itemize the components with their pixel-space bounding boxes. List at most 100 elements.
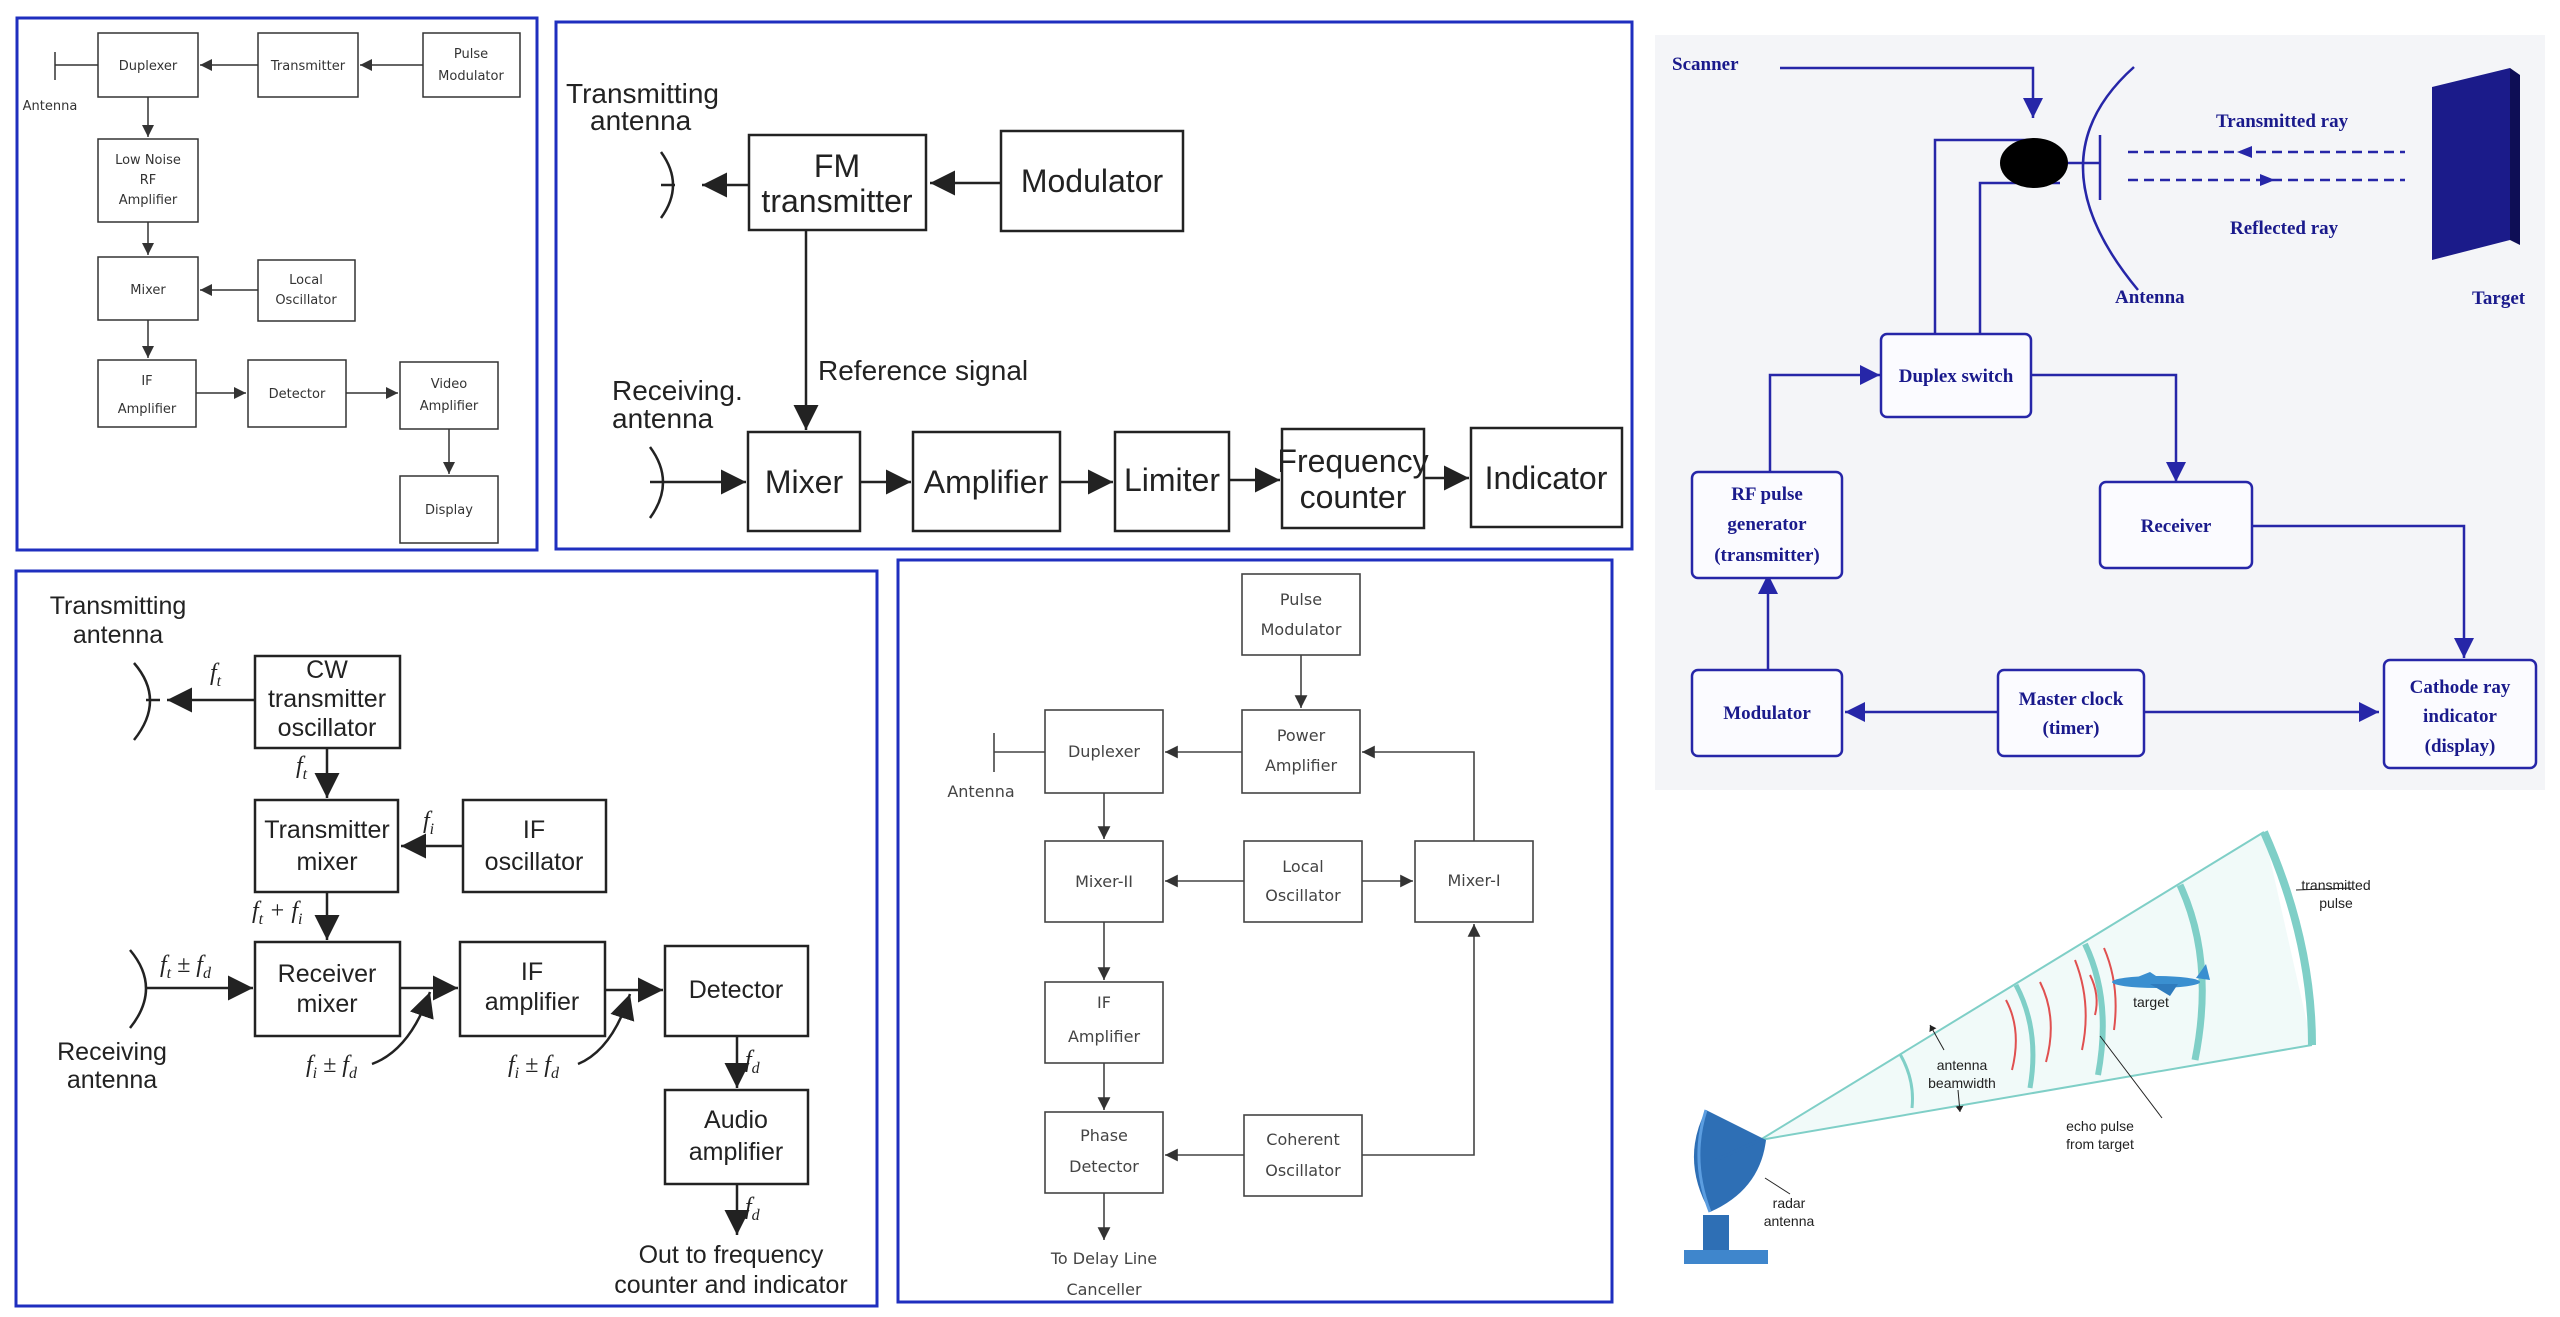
label-antenna: Antenna [947,782,1014,801]
block-if-amplifier-l1: IF [521,958,543,986]
block-transmitter-mixer-l1: Transmitter [264,816,389,844]
block-indicator: Indicator [1485,460,1608,496]
svg-text:fi ± fd: fi ± fd [306,1052,358,1082]
block-lna-l1: Low Noise [115,153,181,168]
block-pulse-modulator-l1: Pulse [1280,590,1322,609]
block-if-osc-l1: IF [523,816,545,844]
block-local-osc-l1: Local [1282,857,1323,876]
label-antenna: Antenna [2115,287,2185,308]
block-lna-l2: RF [140,173,157,188]
radar-dish-icon [1684,1109,1768,1264]
block-receiver: Receiver [2141,516,2212,537]
block-cw-osc-l2: transmitter [268,685,386,713]
block-video-amp-l2: Amplifier [420,399,479,414]
block-transmitter-mixer-l2: mixer [296,848,357,876]
block-if-amp-l2: Amplifier [118,402,177,417]
panel-pulse-radar: Antenna Duplexer Transmitter Pulse Modul… [15,16,539,552]
label-transmitting-antenna-l2: antenna [73,621,163,649]
block-coherent-osc-l2: Oscillator [1265,1161,1341,1180]
block-if-amp-l1: IF [1097,993,1111,1012]
label-transmitting-antenna-l1: Transmitting [50,592,187,620]
label-receiving-antenna-l1: Receiving [57,1038,167,1066]
block-detector: Detector [689,976,783,1004]
panel-basic-radar-system: Scanner Transmitted ray Reflected ray An… [1655,35,2545,790]
block-if-amp-l1: IF [141,374,152,389]
block-phase-detector-l1: Phase [1080,1126,1128,1145]
block-power-amp-l2: Amplifier [1265,756,1338,775]
label-antenna: Antenna [23,99,78,114]
block-lna-l3: Amplifier [119,193,178,208]
label-reflected-ray: Reflected ray [2230,218,2339,239]
block-rf-pulse-l2: generator [1727,514,1807,535]
block-mixer: Mixer [130,283,166,298]
label-to-delay-l2: Canceller [1066,1280,1141,1299]
panel-fmcw-radar: Transmitting antenna Receiving. antenna … [554,20,1634,551]
block-phase-detector-l2: Detector [1069,1157,1139,1176]
block-rf-pulse-l1: RF pulse [1731,484,1803,505]
label-transmitted-pulse-l1: transmitted [2301,877,2370,893]
block-local-osc-l2: Oscillator [275,293,337,308]
svg-text:ft: ft [296,753,308,783]
block-pulse-modulator-l1: Pulse [454,47,488,62]
block-transmitter: Transmitter [270,59,346,74]
label-to-delay-l1: To Delay Line [1050,1249,1157,1268]
panel-cw-doppler-radar: Transmitting antenna CW transmitter osci… [14,569,879,1308]
label-target: target [2133,994,2169,1010]
label-receiving-antenna-l2: antenna [67,1066,157,1094]
block-receiver-mixer-l2: mixer [296,990,357,1018]
block-rf-pulse-l3: (transmitter) [1714,545,1820,566]
block-video-amp-l1: Video [431,377,467,392]
panel-mti-radar: Pulse Modulator Power Amplifier Duplexer… [896,558,1614,1304]
svg-text:fd: fd [745,1047,761,1077]
label-out-l2: counter and indicator [614,1271,847,1299]
block-local-osc-l1: Local [289,273,323,288]
block-crt-l2: indicator [2423,706,2497,727]
panel-border [554,20,1634,551]
block-limiter: Limiter [1124,462,1220,498]
block-crt-l3: (display) [2425,736,2496,757]
label-radar-antenna-l1: radar [1773,1195,1806,1211]
block-audio-amp-l2: amplifier [689,1138,783,1166]
block-receiver-mixer-l1: Receiver [278,960,377,988]
feed-horn-icon [2000,138,2068,188]
block-mixer2: Mixer-II [1075,872,1133,891]
label-radar-antenna-l2: antenna [1764,1213,1815,1229]
block-display: Display [425,503,473,518]
label-transmitting-antenna-l2: antenna [590,105,692,136]
target-icon [2432,68,2510,260]
svg-text:ft ± fd: ft ± fd [160,952,212,982]
svg-text:ft + fi: ft + fi [252,898,302,928]
block-frequency-counter-l1: Frequency [1277,443,1428,479]
label-transmitted-pulse-l2: pulse [2319,895,2353,911]
block-if-amplifier-l2: amplifier [485,988,579,1016]
block-duplexer: Duplexer [1068,742,1140,761]
block-duplex-switch: Duplex switch [1899,366,2014,387]
label-beamwidth-l1: antenna [1937,1057,1988,1073]
label-reference-signal: Reference signal [818,355,1028,386]
block-modulator: Modulator [1021,163,1164,199]
block-modulator: Modulator [1723,703,1811,724]
label-receiving-antenna-l1: Receiving. [612,375,743,406]
block-crt-l1: Cathode ray [2410,677,2511,698]
block-mixer: Mixer [765,464,844,500]
block-cw-osc-l1: CW [306,656,348,684]
block-audio-amp-l1: Audio [704,1106,768,1134]
block-amplifier: Amplifier [924,464,1049,500]
block-pulse-modulator-l2: Modulator [438,69,504,84]
block-detector: Detector [269,387,326,402]
block-fm-transmitter-l1: FM [814,148,860,184]
svg-text:fd: fd [745,1194,761,1224]
label-target: Target [2472,288,2526,309]
block-if-osc-l2: oscillator [485,848,584,876]
svg-text:fi: fi [423,808,434,838]
block-frequency-counter-l2: counter [1300,479,1407,515]
label-scanner: Scanner [1672,54,1739,75]
svg-text:ft: ft [210,660,222,690]
panel-radar-beam: transmitted pulse target antenna beamwid… [1684,830,2371,1264]
svg-text:fi ± fd: fi ± fd [508,1052,560,1082]
block-fm-transmitter-l2: transmitter [761,183,912,219]
block-master-clock-l1: Master clock [2019,689,2124,710]
block-pulse-modulator-l2: Modulator [1261,620,1342,639]
block-local-osc-l2: Oscillator [1265,886,1341,905]
